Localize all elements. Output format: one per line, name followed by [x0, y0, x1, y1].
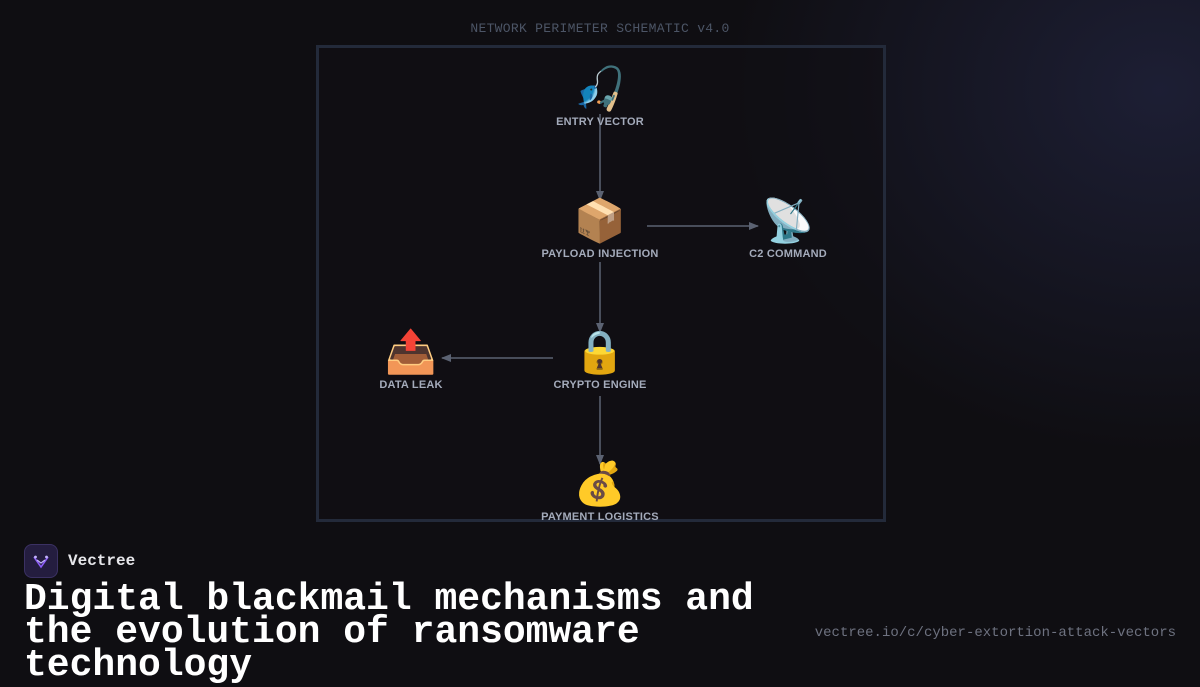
fishing-pole-icon: 🎣	[573, 64, 627, 113]
node-c2-command: 📡 C2 COMMAND	[688, 196, 888, 260]
node-label: DATA LEAK	[379, 379, 443, 391]
node-label: ENTRY VECTOR	[556, 116, 644, 128]
node-label: CRYPTO ENGINE	[553, 379, 647, 391]
schematic-title: NETWORK PERIMETER SCHEMATIC v4.0	[470, 21, 730, 36]
node-crypto-engine: 🔒 CRYPTO ENGINE	[500, 327, 700, 391]
outbox-tray-icon: 📤	[384, 327, 438, 376]
page-title: Digital blackmail mechanisms and the evo…	[24, 578, 754, 687]
brand-name: Vectree	[68, 552, 136, 570]
node-label: PAYMENT LOGISTICS	[541, 511, 659, 523]
lock-icon: 🔒	[573, 327, 627, 376]
diagram-frame	[316, 45, 886, 522]
node-data-leak: 📤 DATA LEAK	[311, 327, 511, 391]
node-payload-injection: 📦 PAYLOAD INJECTION	[500, 196, 700, 260]
vectree-logo-icon	[24, 544, 58, 578]
node-payment-logistics: 💰 PAYMENT LOGISTICS	[500, 459, 700, 523]
money-bag-icon: 💰	[573, 459, 627, 508]
node-label: C2 COMMAND	[749, 248, 827, 260]
satellite-antenna-icon: 📡	[761, 196, 815, 245]
node-label: PAYLOAD INJECTION	[541, 248, 659, 260]
article-url[interactable]: vectree.io/c/cyber-extortion-attack-vect…	[814, 625, 1176, 641]
brand: Vectree	[24, 544, 135, 578]
node-entry-vector: 🎣 ENTRY VECTOR	[500, 64, 700, 128]
package-icon: 📦	[573, 196, 627, 245]
